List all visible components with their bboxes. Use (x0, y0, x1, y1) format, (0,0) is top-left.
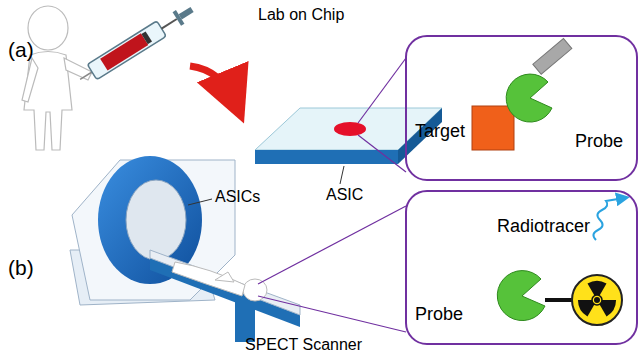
callout-line (358, 135, 406, 172)
probe-shape (506, 74, 552, 122)
figure-label: Lab on Chip (258, 6, 344, 24)
callout-box: RadiotracerProbe (405, 190, 638, 345)
callout-box: Target Probe (405, 35, 638, 181)
probe-bar (533, 39, 572, 75)
callout-line (258, 296, 406, 332)
syringe (75, 2, 196, 87)
radiation-wave (593, 198, 624, 240)
radiation-symbol (572, 275, 622, 325)
person-figure (22, 6, 92, 150)
probe-link (545, 298, 572, 302)
callout-line (258, 206, 406, 284)
target-square (472, 106, 514, 150)
node-label: Probe (415, 304, 463, 325)
figure-label: (a) (8, 38, 34, 62)
figure-label: ASICs (215, 188, 260, 206)
flow-arrow (190, 66, 236, 104)
lab-on-chip (255, 108, 442, 164)
callout-line (358, 58, 406, 123)
node-label: Probe (575, 131, 623, 152)
figure-label: SPECT Scanner (245, 336, 362, 354)
probe-shape (497, 271, 545, 321)
node-label: Target (415, 121, 465, 142)
figure-label: ASIC (326, 186, 363, 204)
figure-label: (b) (8, 256, 34, 280)
leader-line (188, 199, 212, 205)
node-label: Radiotracer (497, 216, 590, 237)
spect-scanner (70, 156, 300, 342)
leader-line (340, 166, 344, 184)
